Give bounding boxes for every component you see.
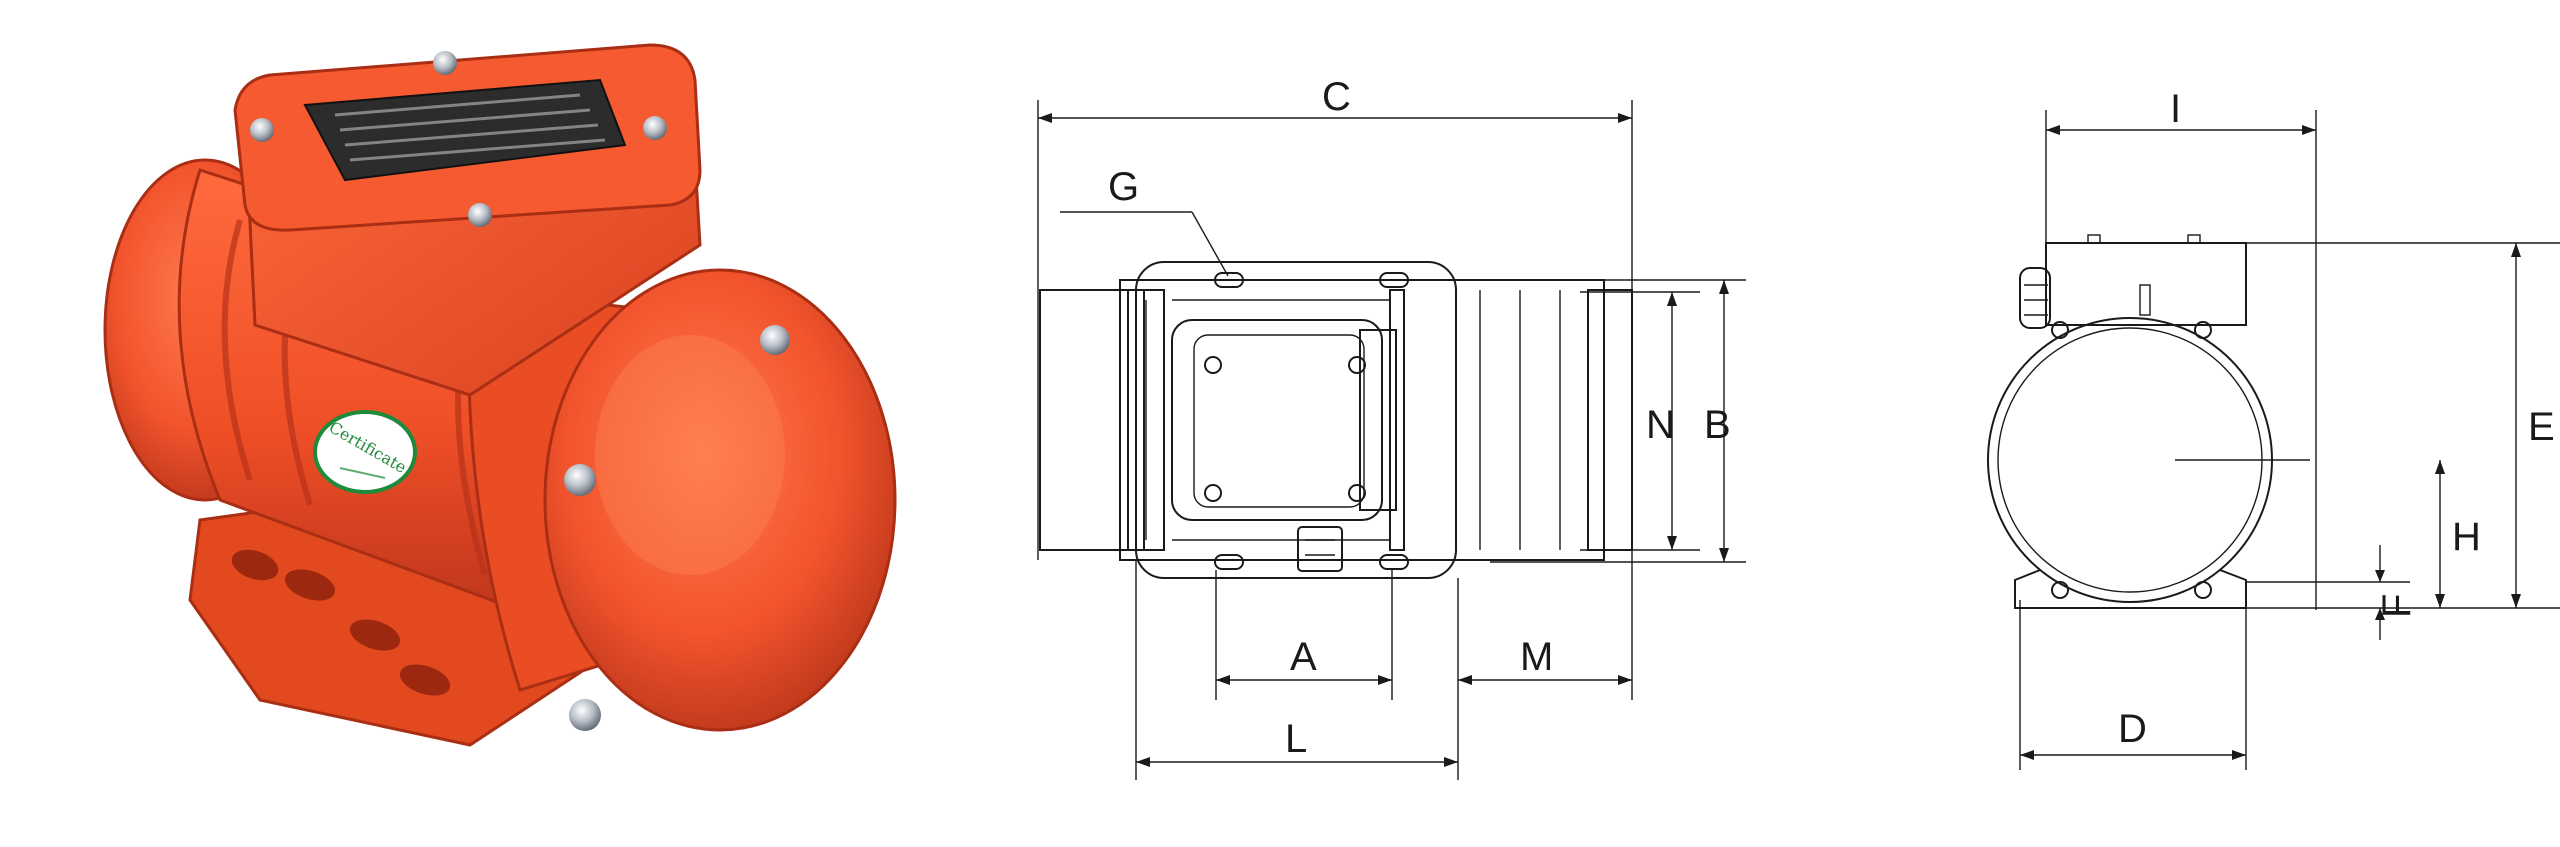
top-view-body [1039,261,1633,579]
label-m: M [1520,635,1553,679]
side-view-svg: I E H F [1987,87,2560,770]
label-e: E [2528,405,2555,449]
foot-slots [231,549,451,696]
side-view-body [1987,234,2310,609]
dimension-m: M [1457,578,1632,780]
label-l: L [1285,717,1307,761]
label-f: F [2375,594,2419,618]
vibration-motor-illustration: Certificate [103,43,897,747]
label-h: H [2452,515,2481,559]
label-i: I [2170,87,2181,131]
dimension-c: C [1037,75,1633,700]
top-view-drawing: C G N B [960,0,1810,847]
dimension-g: G [1060,165,1229,277]
label-d: D [2118,707,2147,751]
dimension-a: A [1215,570,1393,700]
label-a: A [1290,635,1317,679]
label-n: N [1646,403,1675,447]
bolts [250,51,790,731]
dimension-h: H [2435,460,2481,608]
dimension-f: F [2246,545,2419,640]
dimension-b: B [1490,279,1746,563]
label-g: G [1108,165,1139,209]
front-end-cap [543,268,897,732]
dimension-d: D [2019,600,2247,770]
side-view-drawing: I E H F [1810,0,2560,847]
motor-photo: Certificate [0,0,960,847]
dimension-n: N [1580,291,1700,551]
dimension-i: I [2045,87,2317,610]
nameplate-text-lines [334,93,606,162]
dimension-e: E [2246,242,2560,609]
label-c: C [1322,75,1351,119]
label-b: B [1704,403,1731,447]
certificate-badge: Certificate [313,410,417,494]
top-view-svg: C G N B [1037,75,1746,780]
dimension-l: L [1135,560,1458,780]
nameplate [303,78,627,182]
